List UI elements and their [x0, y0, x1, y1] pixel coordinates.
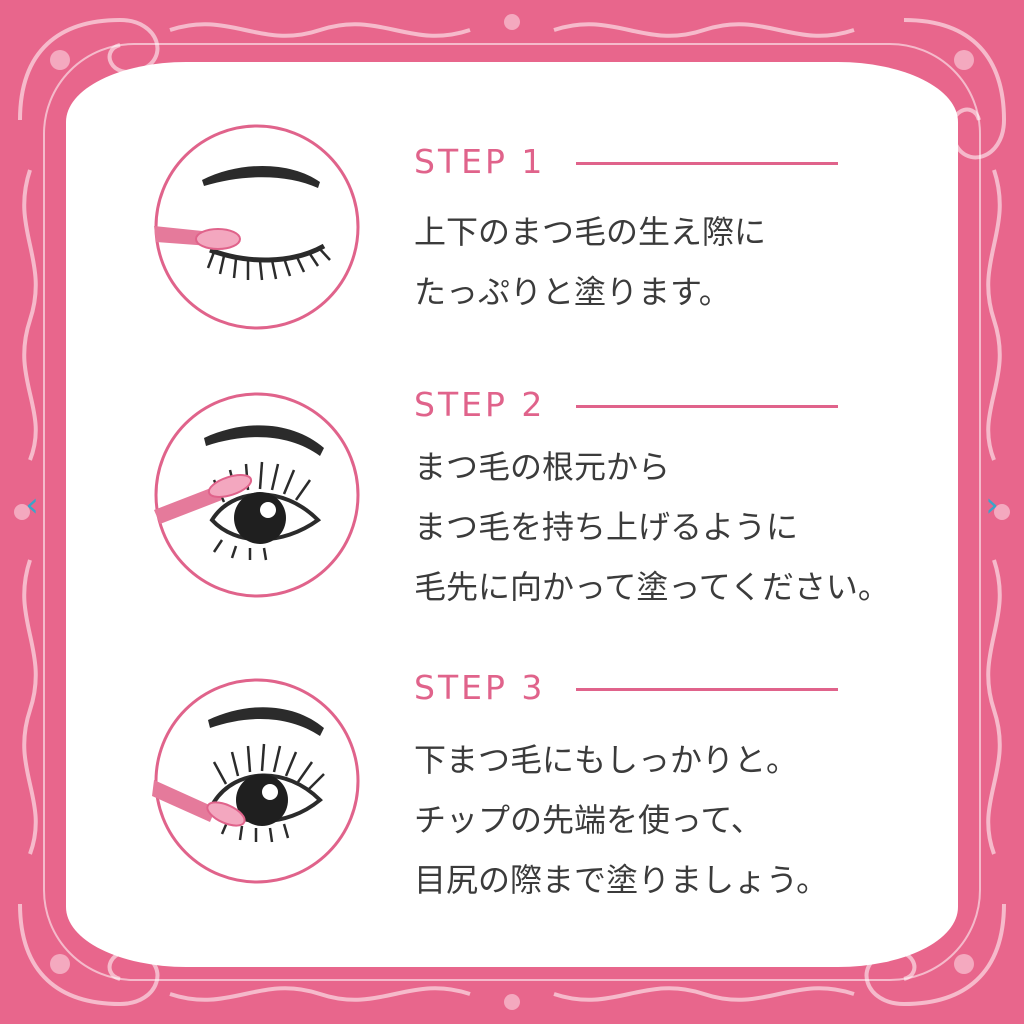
- step-text-line: 毛先に向かって塗ってください。: [414, 568, 890, 606]
- step-text-line: まつ毛の根元から: [414, 448, 671, 486]
- step-text-line: 上下のまつ毛の生え際に: [414, 213, 767, 251]
- step-description: まつ毛の根元から まつ毛を持ち上げるように 毛先に向かって塗ってください。: [414, 437, 890, 617]
- step-text-line: 下まつ毛にもしっかりと。: [414, 741, 799, 779]
- step-text-line: まつ毛を持ち上げるように: [414, 508, 799, 546]
- step-heading: STEP 2: [414, 385, 844, 425]
- open-eye-upper-lash-illustration-icon: [154, 392, 360, 598]
- step-label: STEP 3: [414, 668, 546, 707]
- chevron-left-icon[interactable]: ‹: [25, 485, 39, 525]
- step-text-line: たっぷりと塗ります。: [414, 273, 731, 311]
- step-heading: STEP 3: [414, 668, 844, 708]
- step-label: STEP 2: [414, 385, 546, 424]
- step-1: STEP 1 上下のまつ毛の生え際に たっぷりと塗ります。: [152, 122, 932, 382]
- step-3: STEP 3 下まつ毛にもしっかりと。 チップの先端を使って、 目尻の際まで塗り…: [152, 668, 932, 928]
- open-eye-lower-lash-illustration-icon: [152, 678, 360, 884]
- step-label: STEP 1: [414, 142, 546, 181]
- chevron-right-icon[interactable]: ›: [985, 485, 999, 525]
- step-divider: [576, 162, 838, 165]
- step-divider: [576, 688, 838, 691]
- step-2: STEP 2 まつ毛の根元から まつ毛を持ち上げるように 毛先に向かって塗ってく…: [152, 385, 932, 645]
- step-description: 上下のまつ毛の生え際に たっぷりと塗ります。: [414, 202, 766, 322]
- step-heading: STEP 1: [414, 142, 844, 182]
- step-description: 下まつ毛にもしっかりと。 チップの先端を使って、 目尻の際まで塗りましょう。: [414, 730, 828, 910]
- step-divider: [576, 405, 838, 408]
- step-text-line: チップの先端を使って、: [414, 801, 763, 839]
- step-text-line: 目尻の際まで塗りましょう。: [414, 861, 829, 899]
- closed-eye-illustration-icon: [154, 124, 360, 330]
